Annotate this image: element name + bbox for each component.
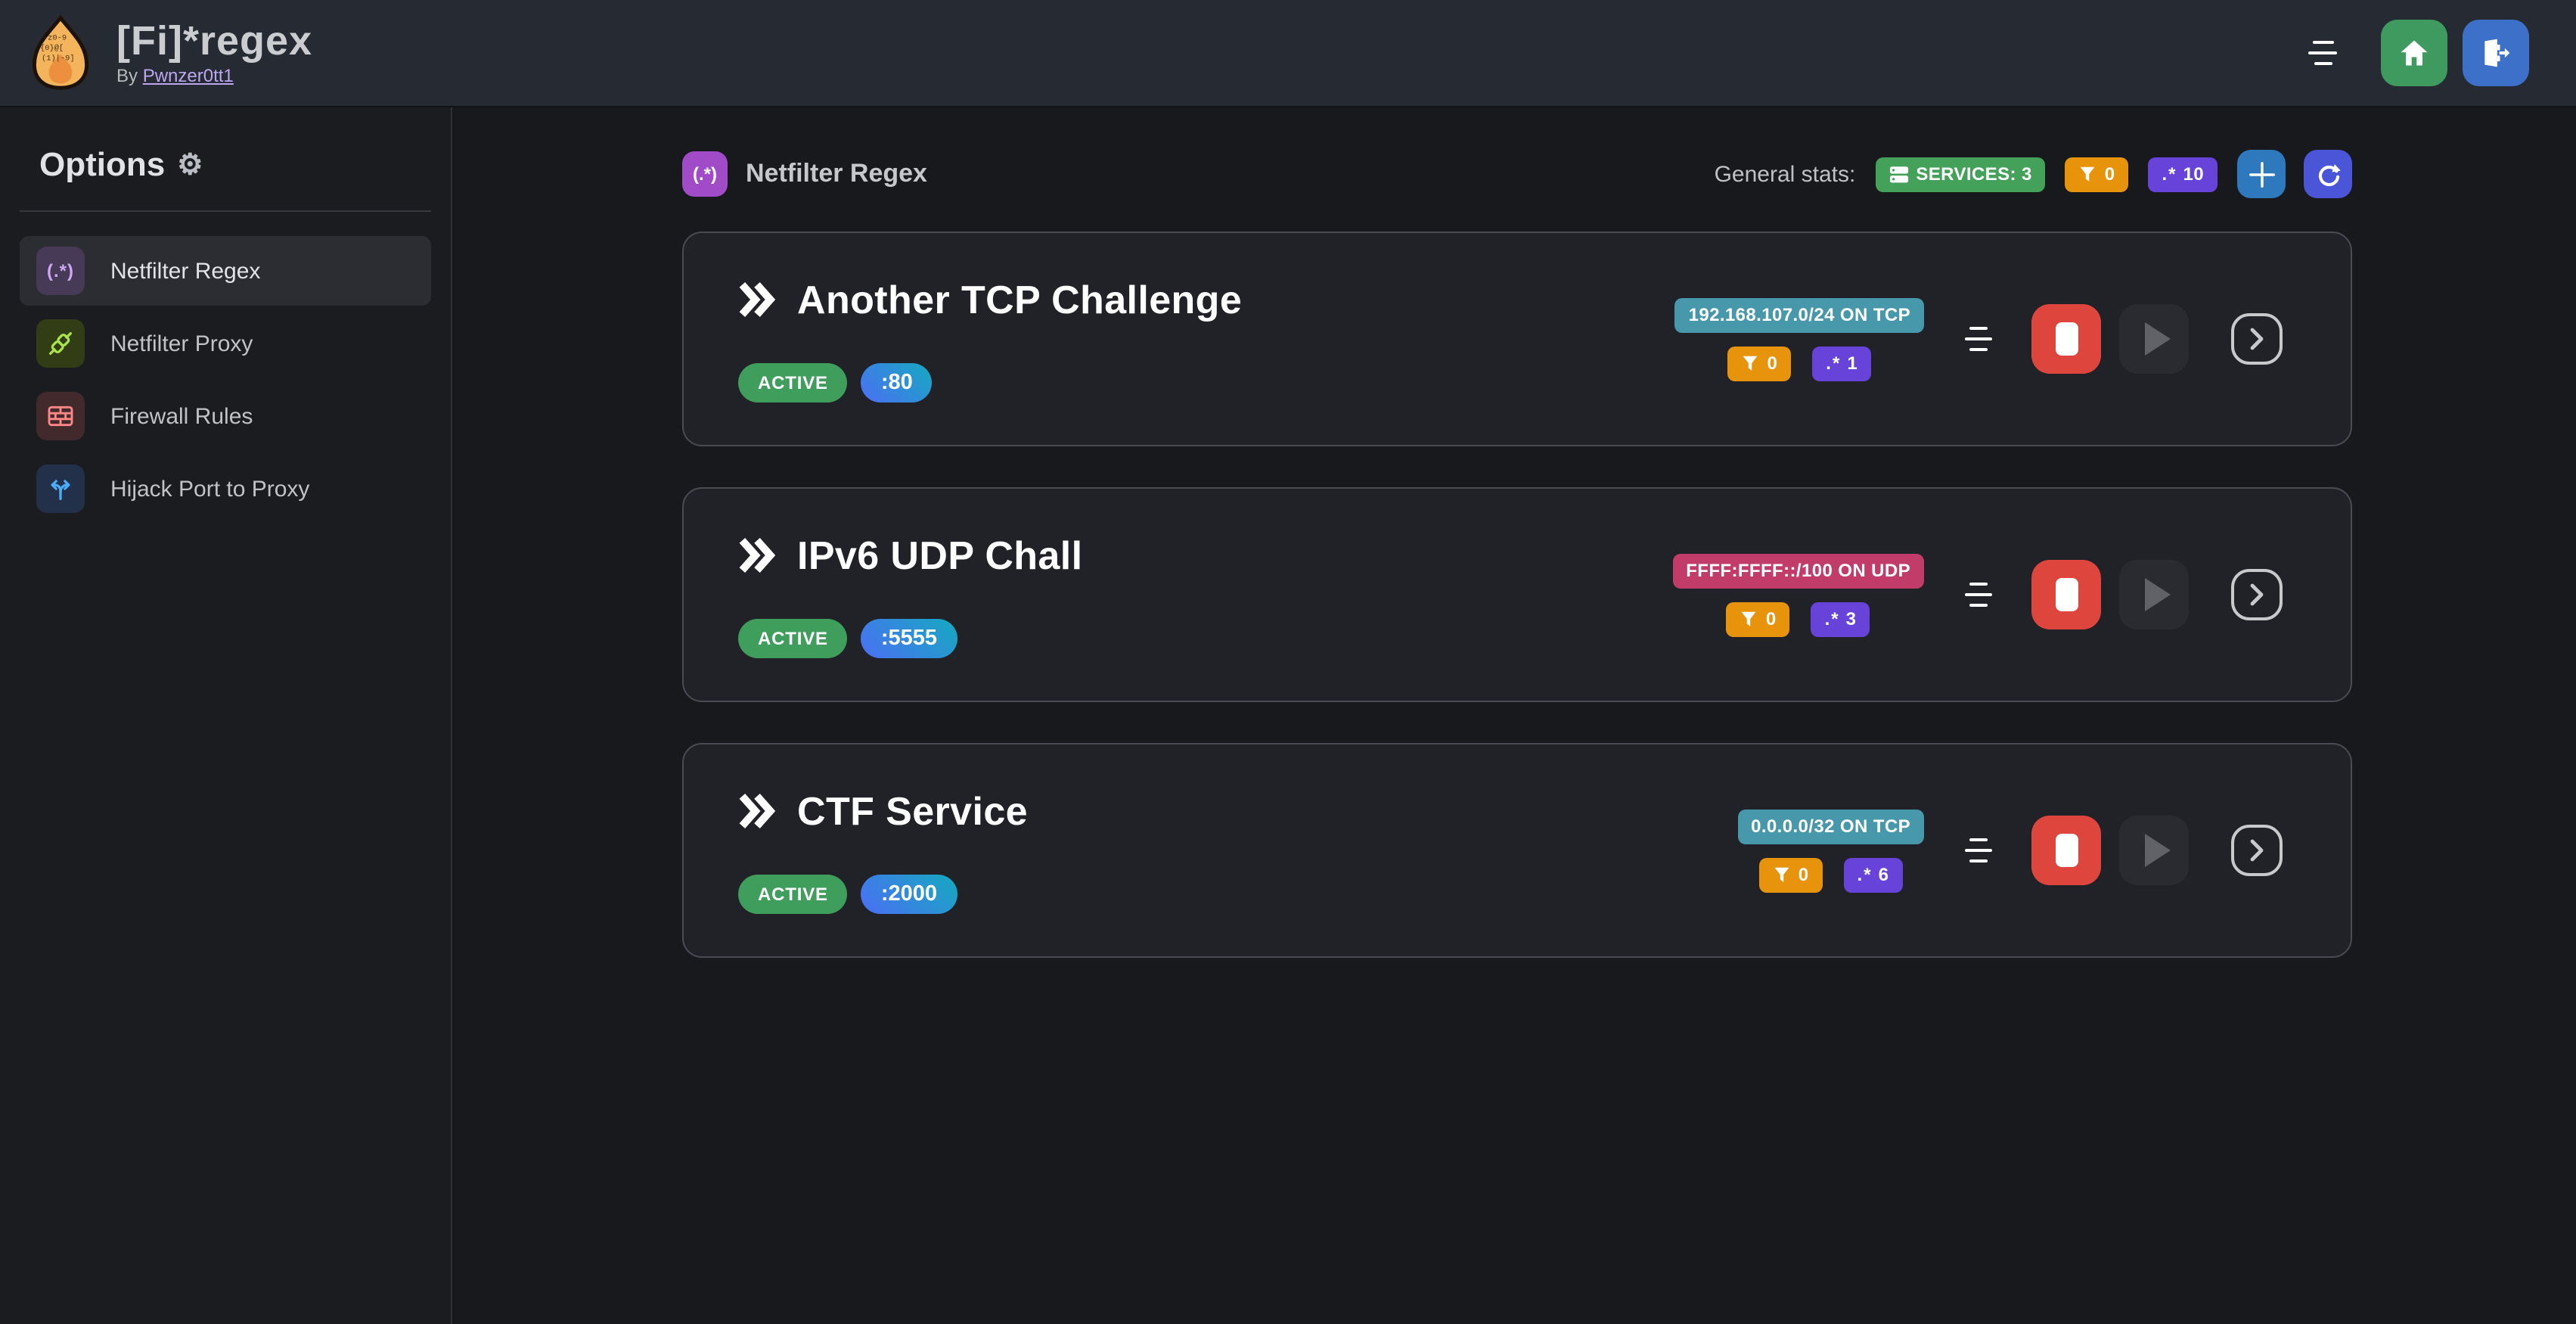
stop-icon: [2055, 834, 2078, 867]
status-badge: ACTIVE: [738, 362, 848, 402]
service-name: Another TCP Challenge: [797, 276, 1243, 322]
stop-button[interactable]: [2031, 560, 2101, 629]
gear-icon: ⚙: [177, 149, 203, 181]
regex-total-badge: .* 10: [2148, 157, 2218, 191]
home-icon: [2401, 40, 2428, 66]
stop-icon: [2055, 322, 2078, 356]
svg-text:(1)|-9]: (1)|-9]: [42, 54, 75, 64]
double-chevron-icon: [739, 282, 776, 317]
play-icon: [2144, 322, 2170, 356]
regex-count-badge: .* 1: [1812, 346, 1872, 381]
add-service-button[interactable]: [2237, 150, 2286, 198]
chevron-right-icon: [2250, 839, 2264, 862]
service-menu-button[interactable]: [1956, 318, 2001, 361]
refresh-button[interactable]: [2304, 150, 2352, 198]
regex-icon: .*: [1857, 864, 1873, 885]
regex-count-badge: .* 6: [1843, 857, 1903, 892]
general-stats: General stats: SERVICES: 3: [1715, 150, 2352, 198]
service-list: Another TCP Challenge ACTIVE :80 192.168…: [682, 232, 2352, 958]
app-title-block: [Fi]*regex By Pwnzer0tt1: [116, 17, 313, 87]
plus-icon: [2249, 161, 2274, 187]
stop-icon: [2055, 578, 2078, 611]
sidebar-item-hijack-port[interactable]: Hijack Port to Proxy: [20, 454, 431, 524]
funnel-icon: [2079, 164, 2097, 184]
menu-burger-icon[interactable]: [2302, 34, 2343, 72]
expand-service-button[interactable]: [2231, 825, 2283, 876]
regex-icon: .*: [1826, 353, 1842, 374]
cidr-badge: 0.0.0.0/32 ON TCP: [1737, 809, 1924, 844]
service-card: Another TCP Challenge ACTIVE :80 192.168…: [682, 232, 2352, 446]
chevron-right-icon: [2250, 328, 2264, 350]
double-chevron-icon: [739, 538, 776, 573]
svg-text:-z0-9: -z0-9: [43, 34, 67, 43]
filtered-count-badge: 0: [1726, 601, 1790, 636]
byline: By Pwnzer0tt1: [116, 65, 234, 87]
filtered-total-badge: 0: [2065, 157, 2129, 191]
funnel-icon: [1773, 865, 1791, 884]
home-button[interactable]: [2381, 20, 2447, 86]
server-icon: [1889, 164, 1908, 184]
service-card: IPv6 UDP Chall ACTIVE :5555 FFFF:FFFF::/…: [682, 487, 2352, 702]
main-content: (.*) Netfilter Regex General stats: SERV…: [454, 107, 2576, 1324]
service-card: CTF Service ACTIVE :2000 0.0.0.0/32 ON T…: [682, 743, 2352, 958]
play-icon: [2144, 578, 2170, 611]
firegex-flame-logo: -z0-9 {0}@[ (1)|-9]: [32, 15, 89, 90]
play-icon: [2144, 834, 2170, 867]
stats-label: General stats:: [1714, 161, 1856, 187]
service-menu-button[interactable]: [1956, 573, 2001, 617]
brick-wall-icon: [36, 392, 85, 440]
play-button[interactable]: [2119, 816, 2189, 885]
play-button[interactable]: [2119, 304, 2189, 374]
section-header: (.*) Netfilter Regex General stats: SERV…: [682, 150, 2352, 198]
regex-count-badge: .* 3: [1811, 601, 1870, 636]
stop-button[interactable]: [2031, 816, 2101, 885]
sidebar-item-netfilter-regex[interactable]: (.*) Netfilter Regex: [20, 236, 431, 306]
svg-text:{0}@[: {0}@[: [40, 44, 64, 53]
sidebar-divider: [20, 210, 431, 212]
logout-icon: [2484, 39, 2510, 67]
port-badge: :80: [861, 362, 933, 402]
expand-service-button[interactable]: [2231, 569, 2283, 620]
services-count-badge: SERVICES: 3: [1875, 157, 2046, 191]
regex-icon: .*: [2162, 163, 2177, 185]
funnel-icon: [1742, 353, 1760, 373]
app-title: [Fi]*regex: [116, 17, 313, 64]
plug-icon: [36, 319, 85, 368]
sidebar-item-firewall-rules[interactable]: Firewall Rules: [20, 381, 431, 451]
header-bar: -z0-9 {0}@[ (1)|-9] [Fi]*regex By Pwnzer…: [0, 0, 2576, 107]
double-chevron-icon: [739, 794, 776, 828]
service-menu-button[interactable]: [1956, 829, 2001, 872]
play-button[interactable]: [2119, 560, 2189, 629]
refresh-icon: [2318, 163, 2340, 186]
regex-section-icon: (.*): [682, 151, 728, 197]
sidebar-heading: Options ⚙: [39, 145, 203, 183]
regex-icon: .*: [1824, 608, 1840, 629]
cidr-badge: FFFF:FFFF::/100 ON UDP: [1672, 553, 1924, 588]
status-badge: ACTIVE: [738, 618, 848, 657]
service-name: IPv6 UDP Chall: [797, 532, 1083, 577]
chevron-right-icon: [2250, 583, 2264, 606]
cidr-badge: 192.168.107.0/24 ON TCP: [1674, 297, 1924, 332]
regex-icon: (.*): [36, 247, 85, 295]
section-title: Netfilter Regex: [746, 159, 927, 188]
service-name: CTF Service: [797, 788, 1028, 833]
status-badge: ACTIVE: [738, 874, 848, 913]
filtered-count-badge: 0: [1758, 857, 1823, 892]
filtered-count-badge: 0: [1727, 346, 1792, 381]
logout-button[interactable]: [2463, 20, 2529, 86]
sidebar-item-netfilter-proxy[interactable]: Netfilter Proxy: [20, 309, 431, 378]
author-link[interactable]: Pwnzer0tt1: [142, 65, 234, 87]
funnel-icon: [1740, 609, 1758, 629]
sidebar: Options ⚙ (.*) Netfilter Regex Netfilter…: [0, 107, 452, 1324]
port-badge: :5555: [861, 618, 957, 657]
port-badge: :2000: [861, 874, 957, 913]
stop-button[interactable]: [2031, 304, 2101, 374]
expand-service-button[interactable]: [2231, 313, 2283, 365]
split-arrows-icon: [36, 465, 85, 513]
